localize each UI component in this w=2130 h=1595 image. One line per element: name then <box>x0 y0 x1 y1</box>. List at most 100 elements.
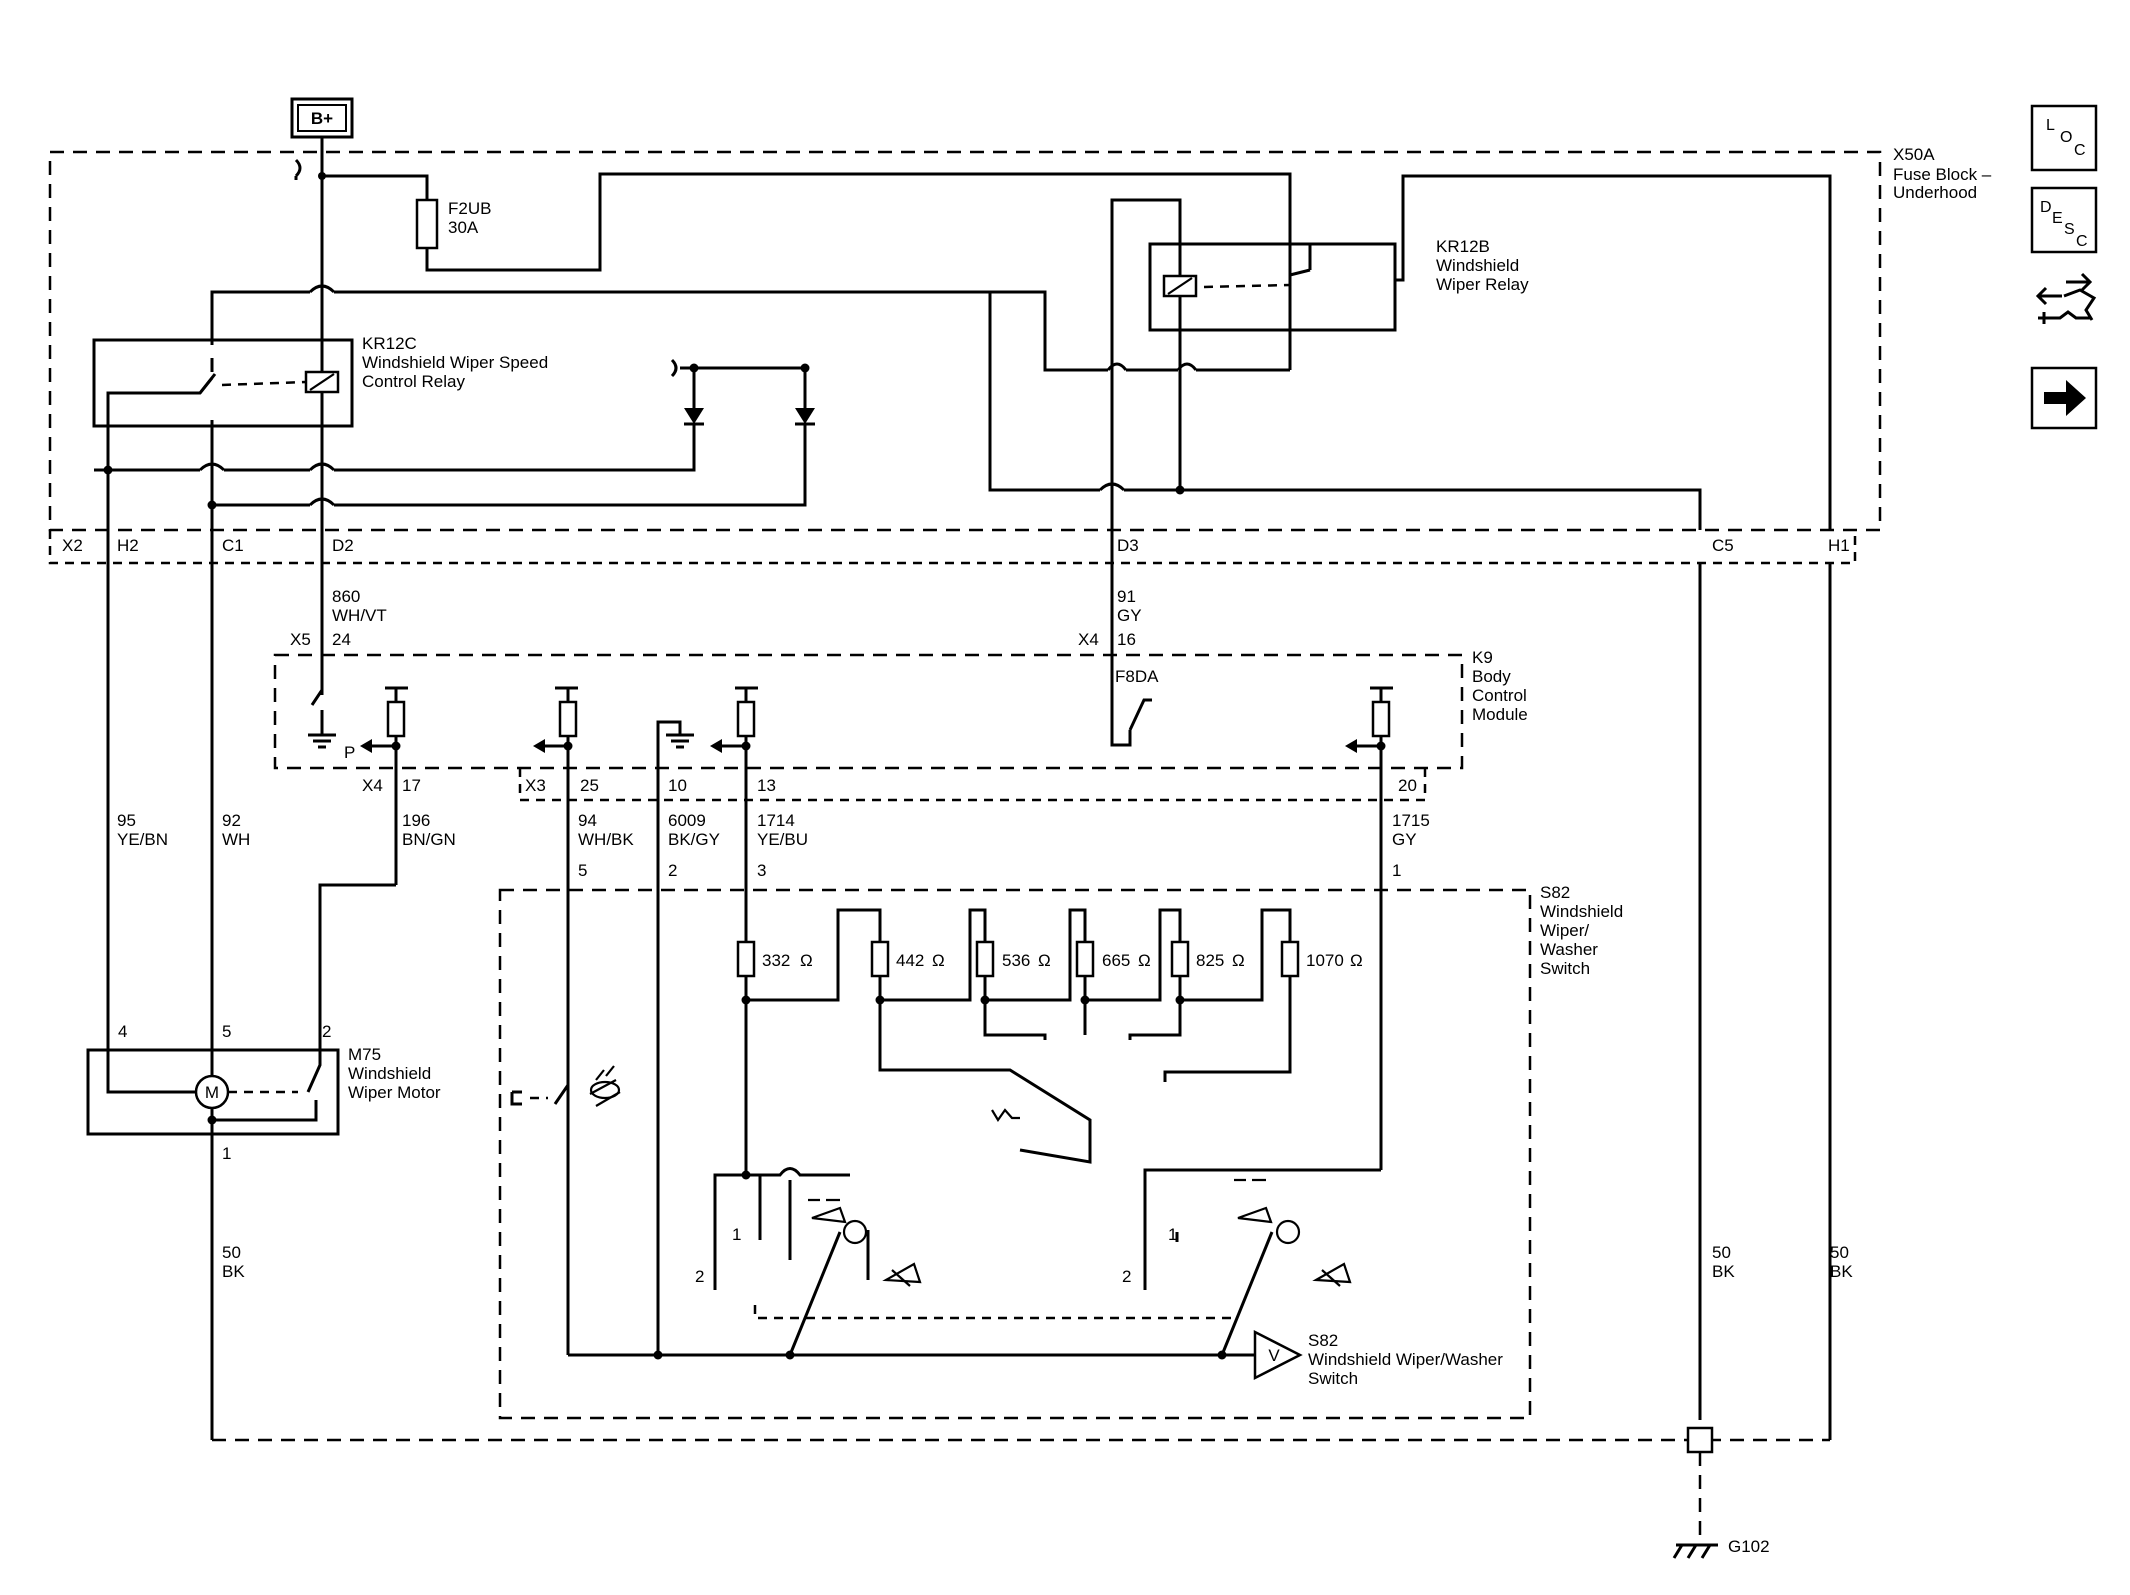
wiper-icon-left-low <box>808 1198 847 1224</box>
connector-d3: D3 <box>1117 536 1139 555</box>
resistor-825-label: 825 <box>1196 951 1224 970</box>
motor-name-l1: Windshield <box>348 1064 431 1083</box>
switch-int-pin-2b: 2 <box>1122 1267 1131 1286</box>
description-button[interactable]: D E S C <box>2030 186 2098 254</box>
wiper-motor-m75: 4 5 2 M75 Windshield Wiper Motor M 1 50 … <box>86 883 441 1440</box>
washer-spray-icon <box>589 1065 621 1107</box>
bcm-x3: X3 <box>525 776 546 795</box>
bcm-x4-pin: 17 <box>402 776 421 795</box>
bcm-input-17 <box>360 686 408 885</box>
loc-letter-l: L <box>2046 117 2055 134</box>
wire-1715-color: GY <box>1392 830 1417 849</box>
switch-int-pin-1b: 1 <box>1168 1225 1177 1244</box>
next-arrow-button[interactable] <box>2030 366 2098 430</box>
resistor-442-label: 442 <box>896 951 924 970</box>
resistor-665-unit: Ω <box>1138 951 1151 970</box>
fuse-block-name-l1: Fuse Block – <box>1893 165 1992 184</box>
bcm-name-l1: Body <box>1472 667 1511 686</box>
wire-860-circuit: 860 <box>332 587 360 606</box>
bcm-x4-top: X4 <box>1078 630 1099 649</box>
ground-bus: 50 BK 50 BK G102 <box>210 1243 1853 1559</box>
relay-kr12c: KR12C Windshield Wiper Speed Control Rel… <box>92 306 548 470</box>
wire-860-color: WH/VT <box>332 606 387 625</box>
resistor-332-unit: Ω <box>800 951 813 970</box>
switch-id: S82 <box>1540 883 1570 902</box>
battery-label: B+ <box>311 109 333 128</box>
wire-95-color: YE/BN <box>117 830 168 849</box>
fuse-block-id: X50A <box>1893 145 1935 164</box>
bcm-x4-top-pin: 16 <box>1117 630 1136 649</box>
switch-pin-5: 5 <box>578 861 587 880</box>
bcm-pin-25: 25 <box>580 776 599 795</box>
desc-letter-d: D <box>2040 199 2052 216</box>
resistor-332 <box>736 940 756 978</box>
switch-int-pin-2a: 2 <box>695 1267 704 1286</box>
wire-6009-color: BK/GY <box>668 830 720 849</box>
motor-name-l2: Wiper Motor <box>348 1083 441 1102</box>
connector-c5: C5 <box>1712 536 1734 555</box>
wire-95-circuit: 95 <box>117 811 136 830</box>
resistor-1070 <box>1280 940 1300 978</box>
kr12b-name-l1: Windshield <box>1436 256 1519 275</box>
kr12c-name-l2: Control Relay <box>362 372 465 391</box>
bcm-input-25 <box>533 686 578 1355</box>
switch-v-symbol: V <box>1268 1346 1280 1365</box>
bcm-pin-10: 10 <box>668 776 687 795</box>
resistor-825-unit: Ω <box>1232 951 1245 970</box>
ground-g102: G102 <box>1728 1537 1770 1556</box>
bcm-name-l3: Module <box>1472 705 1528 724</box>
wire-91-color: GY <box>1117 606 1142 625</box>
kr12b-id: KR12B <box>1436 237 1490 256</box>
resistor-825 <box>1170 940 1190 978</box>
connector-wrench-icon[interactable] <box>2035 272 2097 324</box>
kr12c-id: KR12C <box>362 334 417 353</box>
motor-id: M75 <box>348 1045 381 1064</box>
switch-name-l4: Switch <box>1540 959 1590 978</box>
wiper-washer-switch-s82: S82 Windshield Wiper/ Washer Switch 5 2 … <box>498 861 1623 1420</box>
battery-plus-terminal: B+ <box>290 97 354 139</box>
bcm-input-20 <box>1345 686 1393 1170</box>
connector-h1: H1 <box>1828 536 1850 555</box>
location-button[interactable]: L O C <box>2030 104 2098 172</box>
fuse-f2ub: F2UB 30A <box>415 172 1292 370</box>
bcm-p-label: P <box>344 743 355 762</box>
bcm-pin-13: 13 <box>757 776 776 795</box>
switch-name-l1: Windshield <box>1540 902 1623 921</box>
motor-pin-2: 2 <box>322 1022 331 1041</box>
body-control-module-k9: K9 Body Control Module X5 24 X4 16 F8DA … <box>273 630 1528 1355</box>
wiper-icon-right-low <box>1234 1178 1273 1224</box>
motor-symbol: M <box>205 1083 219 1102</box>
wire-91-circuit: 91 <box>1117 587 1136 606</box>
switch-bottom-name-l1: Windshield Wiper/Washer <box>1308 1350 1503 1369</box>
bcm-ground-10 <box>656 720 694 1355</box>
wire-92-color: WH <box>222 830 250 849</box>
fuse-block-x50a: X50A Fuse Block – Underhood X2 H2 C1 D2 … <box>48 145 1992 565</box>
loc-letter-c: C <box>2074 142 2086 159</box>
wire-50c-circuit: 50 <box>1830 1243 1849 1262</box>
switch-pin-2: 2 <box>668 861 677 880</box>
switch-bottom-name-l2: Switch <box>1308 1369 1358 1388</box>
switch-pin-1: 1 <box>1392 861 1401 880</box>
wire-94-circuit: 94 <box>578 811 597 830</box>
connector-h2: H2 <box>117 536 139 555</box>
wire-50a-color: BK <box>222 1262 245 1281</box>
loc-letter-o: O <box>2060 129 2072 146</box>
desc-letter-s: S <box>2064 221 2075 238</box>
kr12b-name-l2: Wiper Relay <box>1436 275 1529 294</box>
diode-network <box>334 358 815 507</box>
wire-50b-color: BK <box>1712 1262 1735 1281</box>
bcm-x5: X5 <box>290 630 311 649</box>
connector-x2: X2 <box>62 536 83 555</box>
wire-6009-circuit: 6009 <box>668 811 706 830</box>
connector-d2: D2 <box>332 536 354 555</box>
bcm-name-l2: Control <box>1472 686 1527 705</box>
wire-94-color: WH/BK <box>578 830 634 849</box>
resistor-442 <box>870 940 890 978</box>
wire-92-circuit: 92 <box>222 811 241 830</box>
b-plus-feed <box>294 137 429 660</box>
switch-name-l2: Wiper/ <box>1540 921 1589 940</box>
connector-c1: C1 <box>222 536 244 555</box>
wire-50c-color: BK <box>1830 1262 1853 1281</box>
wire-196-color: BN/GN <box>402 830 456 849</box>
wiper-icon-left-high <box>882 1262 922 1287</box>
